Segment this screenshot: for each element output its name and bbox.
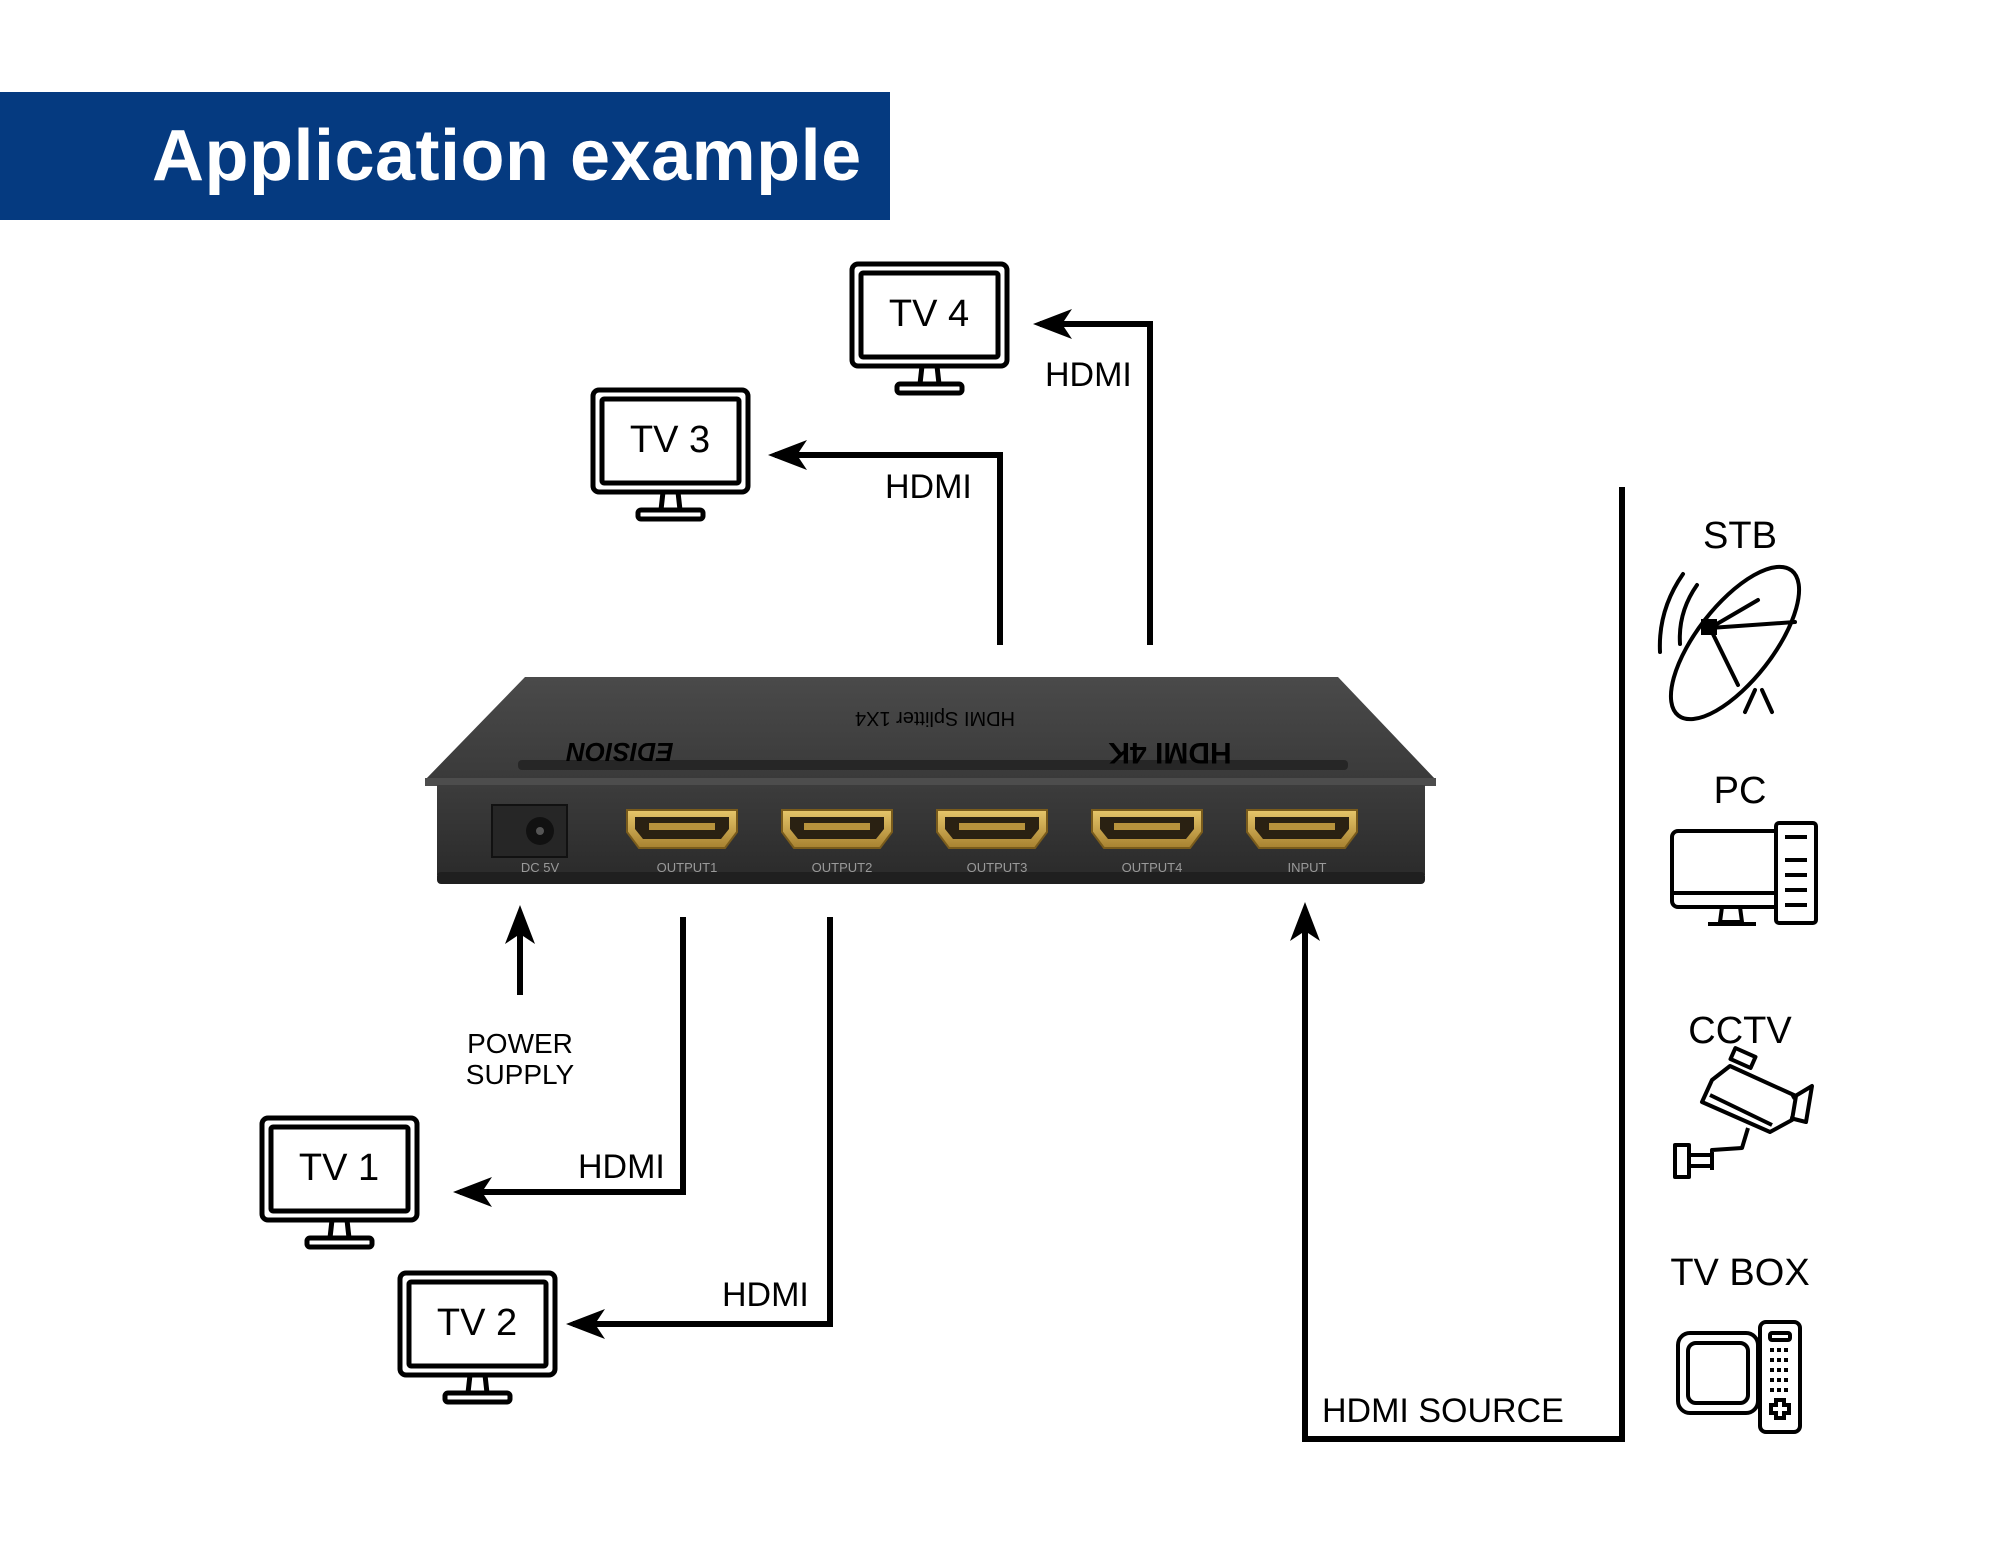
hdmi-label-tv4: HDMI <box>1045 356 1132 394</box>
page-title: Application example <box>152 116 862 196</box>
device-hdmi-logo-text: HDMI 4K <box>1108 736 1232 769</box>
port-labels: DC 5V OUTPUT1 OUTPUT2 OUTPUT3 OUTPUT4 INPUT <box>521 860 1327 875</box>
hdmi-port-2 <box>781 809 893 849</box>
arrow-source-up <box>1290 902 1320 941</box>
hdmi-port-5 <box>1246 809 1358 849</box>
stb-label: STB <box>1703 515 1777 557</box>
cctv-label: CCTV <box>1688 1010 1792 1052</box>
satellite-dish-icon <box>1657 564 1802 722</box>
tv2-monitor: TV 2 <box>400 1273 555 1402</box>
tv3-label: TV 3 <box>630 419 710 461</box>
hdmi-splitter-device: EDISION HDMI Splitter 1X4 HDMI 4K DC 5V O… <box>425 677 1436 884</box>
cable-to-tv1 <box>460 917 686 1195</box>
pc-icon <box>1670 821 1818 926</box>
arrow-to-tv2 <box>566 1309 605 1339</box>
hdmi-port-4 <box>1091 809 1203 849</box>
cable-to-tv2 <box>573 917 833 1327</box>
dc-power-jack <box>491 804 568 858</box>
power-label-line1: POWER <box>467 1028 573 1059</box>
port-label-dc5v: DC 5V <box>521 860 560 875</box>
cctv-camera-icon <box>1673 1046 1814 1179</box>
port-label-output2: OUTPUT2 <box>812 860 873 875</box>
cable-to-tv3 <box>775 452 1003 645</box>
hdmi-source-label: HDMI SOURCE <box>1322 1392 1564 1430</box>
tv3-monitor: TV 3 <box>593 390 748 519</box>
pc-label: PC <box>1714 770 1767 812</box>
arrow-to-tv1 <box>453 1177 492 1207</box>
arrow-to-tv3 <box>768 440 807 470</box>
hdmi-source-cable <box>1302 487 1625 1442</box>
tv1-label: TV 1 <box>299 1147 379 1189</box>
hdmi-label-tv2: HDMI <box>722 1276 809 1314</box>
port-label-output3: OUTPUT3 <box>967 860 1028 875</box>
arrow-to-tv4 <box>1033 309 1072 339</box>
tv-box-icon <box>1676 1320 1802 1434</box>
port-label-input: INPUT <box>1288 860 1327 875</box>
header-banner: Application example <box>0 92 890 220</box>
hdmi-ports <box>626 809 1358 849</box>
hdmi-label-tv1: HDMI <box>578 1148 665 1186</box>
device-top-text: HDMI Splitter 1X4 <box>855 707 1015 729</box>
hdmi-port-1 <box>626 809 738 849</box>
hdmi-port-3 <box>936 809 1048 849</box>
tvbox-label: TV BOX <box>1670 1252 1809 1294</box>
tv4-monitor: TV 4 <box>852 264 1007 393</box>
tv1-monitor: TV 1 <box>262 1118 417 1247</box>
tv2-label: TV 2 <box>437 1302 517 1344</box>
power-label-line2: SUPPLY <box>466 1059 575 1090</box>
arrow-power-up <box>505 905 535 944</box>
device-brand: EDISION <box>565 737 673 767</box>
tv4-label: TV 4 <box>889 293 969 335</box>
port-label-output1: OUTPUT1 <box>657 860 718 875</box>
cable-to-tv4 <box>1040 321 1153 645</box>
hdmi-label-tv3: HDMI <box>885 468 972 506</box>
port-label-output4: OUTPUT4 <box>1122 860 1183 875</box>
